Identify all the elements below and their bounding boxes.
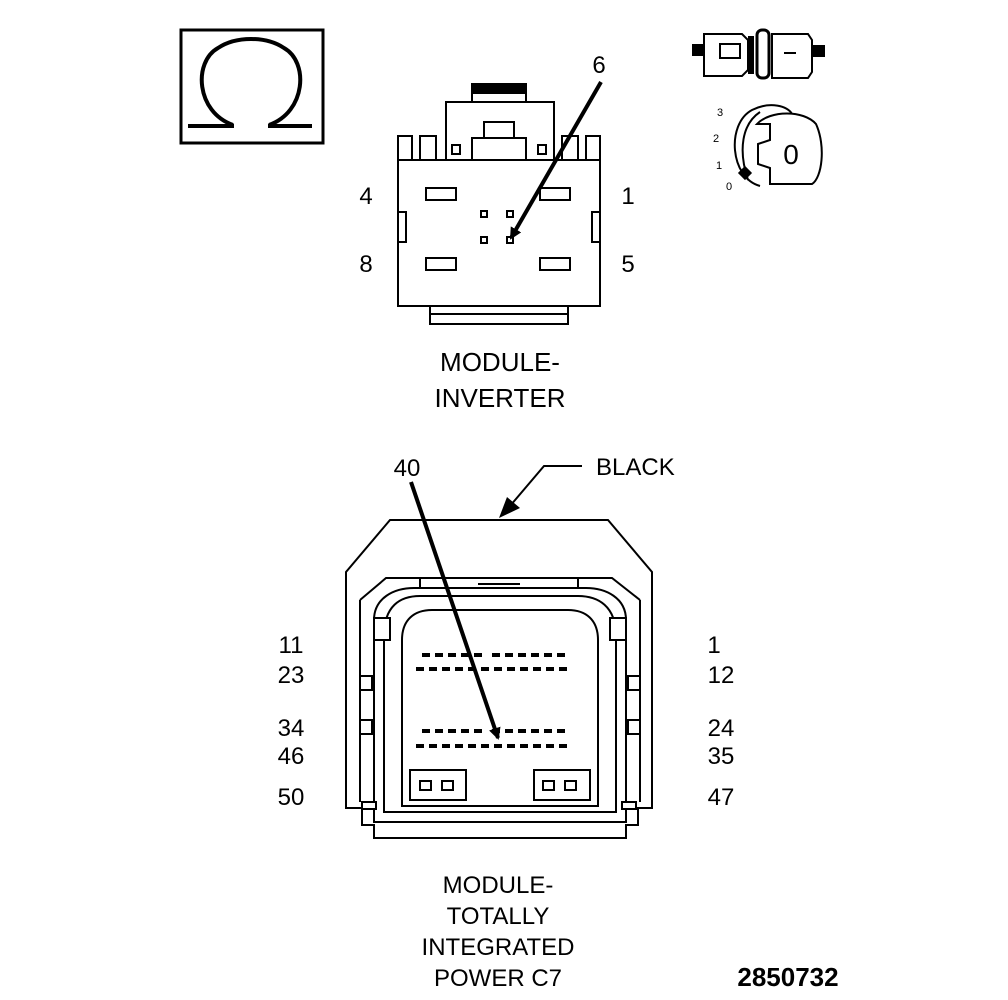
tipm-pin-cavity — [416, 667, 424, 671]
tipm-pin-cavity — [435, 653, 443, 657]
tipm-pin-cavity — [544, 653, 552, 657]
tipm-pin-23-label: 23 — [278, 662, 305, 689]
tipm-pin-cavity — [520, 667, 528, 671]
inverter-pin-6-callout-arrow — [509, 81, 603, 240]
tipm-connector — [345, 519, 653, 839]
ignition-position-2: 2 — [713, 133, 719, 145]
tipm-pin-cavity — [557, 729, 565, 733]
tipm-pin-cavity — [448, 653, 456, 657]
tipm-pin-cavity — [474, 729, 482, 733]
tipm-pin-40-callout-arrow — [409, 481, 501, 740]
tipm-pin-cavity — [429, 744, 437, 748]
tipm-pin-cavity — [505, 653, 513, 657]
tipm-pin-cavity — [559, 667, 567, 671]
tipm-pin-46-label: 46 — [278, 743, 305, 770]
inverter-pin-6-label: 6 — [592, 52, 605, 79]
tipm-pin-cavity — [455, 744, 463, 748]
tipm-pin-cavity — [546, 744, 554, 748]
tipm-pin-11-label: 11 — [279, 632, 304, 659]
tipm-title-line-2: TOTALLY — [447, 903, 550, 930]
tipm-title-line-4: POWER C7 — [434, 965, 562, 992]
tipm-pin-cavity — [481, 667, 489, 671]
tipm-pin-12-label: 12 — [708, 662, 735, 689]
tipm-pin-cavity — [518, 653, 526, 657]
tipm-pin-cavity — [448, 729, 456, 733]
tipm-pin-cavity — [531, 729, 539, 733]
tipm-pin-cavity — [492, 653, 500, 657]
tipm-pin-cavity — [468, 667, 476, 671]
tipm-pin-cavity — [468, 744, 476, 748]
tipm-pin-cavity — [422, 729, 430, 733]
tipm-pin-cavity — [422, 653, 430, 657]
figure-number: 2850732 — [737, 962, 838, 992]
black-leader-line — [509, 465, 582, 507]
tipm-pin-35-label: 35 — [708, 743, 735, 770]
ignition-key-icon: 3 2 1 0 0 — [713, 104, 823, 193]
black-leader-arrowhead — [499, 497, 520, 518]
tipm-pin-cavity — [546, 667, 554, 671]
tipm-pin-cavity — [461, 653, 469, 657]
tipm-pin-cavity — [559, 744, 567, 748]
tipm-pin-cavity — [507, 744, 515, 748]
tipm-pin-47-label: 47 — [708, 784, 735, 811]
tipm-pin-cavity — [507, 667, 515, 671]
inverter-title-line-1: MODULE- — [440, 347, 560, 377]
inverter-connector — [397, 83, 601, 325]
tipm-pin-cavity — [474, 653, 482, 657]
tipm-pin-cavity — [494, 667, 502, 671]
tipm-color-label: BLACK — [596, 454, 675, 481]
tipm-pin-cavity — [544, 729, 552, 733]
ignition-position-0: 0 — [726, 181, 732, 193]
ignition-position-3: 3 — [717, 107, 723, 119]
fuse-icon — [692, 28, 825, 80]
tipm-pin-cavity — [481, 744, 489, 748]
tipm-pin-cavity — [557, 653, 565, 657]
tipm-pin-cavity — [442, 667, 450, 671]
tipm-pin-cavity — [531, 653, 539, 657]
tipm-pin-cavity — [533, 744, 541, 748]
tipm-pin-34-label: 34 — [278, 715, 305, 742]
ignition-position-1: 1 — [716, 160, 722, 172]
ignition-key-label: 0 — [783, 139, 799, 170]
inverter-pin-4-label: 4 — [359, 183, 372, 210]
tipm-title-line-3: INTEGRATED — [422, 934, 575, 961]
inverter-title-line-2: INVERTER — [435, 383, 566, 413]
tipm-pin-cavity — [505, 729, 513, 733]
inverter-pin-5-label: 5 — [621, 251, 634, 278]
tipm-pin-cavity — [429, 667, 437, 671]
tipm-pin-cavity — [435, 729, 443, 733]
tipm-pin-24-label: 24 — [708, 715, 735, 742]
inverter-pin-1-label: 1 — [621, 183, 634, 210]
tipm-pin-cavity — [442, 744, 450, 748]
tipm-pin-cavity — [494, 744, 502, 748]
tipm-pin-40-label: 40 — [394, 455, 421, 482]
tipm-pin-cavity — [461, 729, 469, 733]
tipm-pin-cavity — [533, 667, 541, 671]
tipm-pin-cavity — [455, 667, 463, 671]
ohm-meter-icon — [179, 28, 325, 145]
tipm-pin-50-label: 50 — [278, 784, 305, 811]
inverter-pin-8-label: 8 — [359, 251, 372, 278]
tipm-pin-cavity — [520, 744, 528, 748]
tipm-title-line-1: MODULE- — [443, 872, 554, 899]
tipm-pin-cavity — [416, 744, 424, 748]
tipm-pin-cavity — [518, 729, 526, 733]
tipm-pin-1-label: 1 — [707, 632, 720, 659]
